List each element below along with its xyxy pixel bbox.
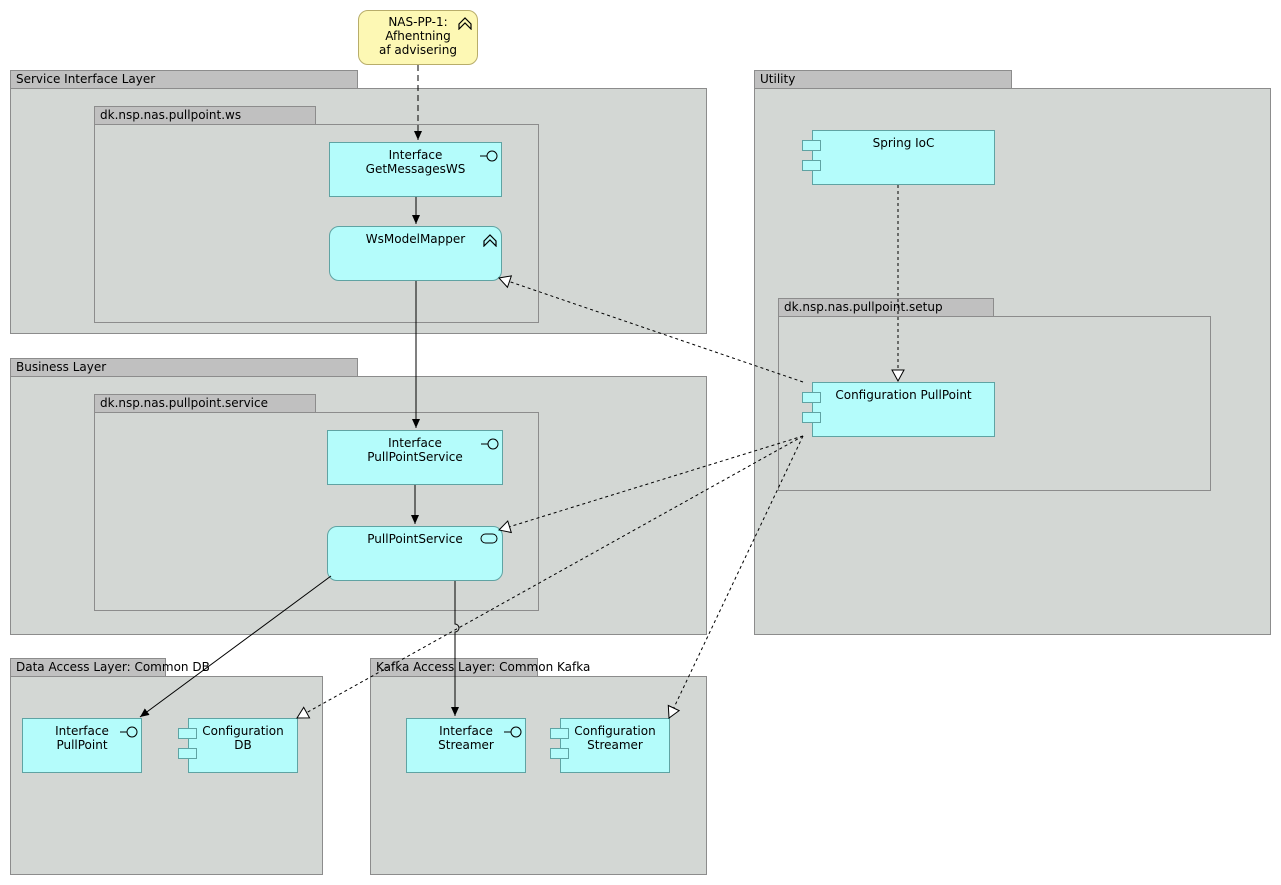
node-label: GetMessagesWS — [365, 162, 466, 176]
utility-layer-label: Utility — [754, 70, 1012, 89]
function-icon — [483, 234, 497, 247]
component-tab-icon — [550, 728, 569, 739]
flow-service-to-pullpoint — [139, 575, 332, 718]
realize-config-to-db — [296, 435, 804, 719]
package-service-label: dk.nsp.nas.pullpoint.service — [94, 394, 316, 413]
interface-icon — [480, 150, 498, 162]
component-tab-icon — [178, 748, 197, 759]
component-tab-icon — [802, 412, 821, 423]
node-label: Interface — [388, 436, 442, 450]
pullpoint-interface: Interface PullPoint — [22, 718, 142, 773]
node-label: Spring IoC — [872, 136, 935, 150]
node-label: PullPointService — [367, 450, 463, 464]
spring-ioc-component: Spring IoC — [812, 130, 995, 185]
component-tab-icon — [550, 748, 569, 759]
interface-icon — [504, 726, 522, 738]
realize-config-to-mapper — [498, 275, 804, 383]
package-ws — [94, 124, 539, 323]
package-ws-label: dk.nsp.nas.pullpoint.ws — [94, 106, 316, 125]
node-label: Interface — [55, 724, 109, 738]
node-label: Configuration PullPoint — [835, 388, 972, 402]
package-service — [94, 412, 539, 611]
getmessages-interface: Interface GetMessagesWS — [329, 142, 502, 197]
node-label: Interface — [388, 148, 443, 162]
data-access-layer-label: Data Access Layer: Common DB — [10, 658, 210, 677]
node-label: Configuration — [202, 724, 284, 738]
component-tab-icon — [802, 392, 821, 403]
flow-service-to-streamer — [451, 581, 460, 716]
kafka-access-layer-label: Kafka Access Layer: Common Kafka — [370, 658, 590, 677]
package-setup-label: dk.nsp.nas.pullpoint.setup — [778, 298, 994, 317]
node-label: Configuration — [574, 724, 656, 738]
note-line-1: NAS-PP-1: — [388, 15, 448, 29]
component-tab-icon — [802, 140, 821, 151]
kafka-access-layer — [370, 676, 707, 875]
service-icon — [480, 533, 498, 544]
node-label: Streamer — [438, 738, 494, 752]
pullpointservice-interface: Interface PullPointService — [327, 430, 503, 485]
business-layer — [10, 376, 707, 635]
note-line-3: af advisering — [379, 43, 457, 57]
realize-config-to-streamer — [667, 435, 804, 719]
requirement-icon — [458, 17, 472, 30]
note-line-2: Afhentning — [385, 29, 451, 43]
component-tab-icon — [178, 728, 197, 739]
interface-icon — [481, 438, 499, 450]
pullpointservice: PullPointService — [327, 526, 503, 581]
configuration-pullpoint-component: Configuration PullPoint — [812, 382, 995, 437]
node-label: Streamer — [587, 738, 643, 752]
requirement-note: NAS-PP-1: Afhentning af advisering — [358, 10, 478, 65]
business-layer-label: Business Layer — [10, 358, 358, 377]
package-setup — [778, 316, 1211, 491]
component-tab-icon — [802, 160, 821, 171]
interface-icon — [120, 726, 138, 738]
node-label: PullPoint — [56, 738, 108, 752]
node-label: WsModelMapper — [365, 232, 466, 246]
service-interface-layer — [10, 88, 707, 334]
wsmodelmapper: WsModelMapper — [329, 226, 502, 281]
node-label: DB — [234, 738, 252, 752]
node-label: Interface — [439, 724, 493, 738]
streamer-interface: Interface Streamer — [406, 718, 526, 773]
configuration-db-component: Configuration DB — [188, 718, 298, 773]
configuration-streamer-component: Configuration Streamer — [560, 718, 670, 773]
data-access-layer — [10, 676, 323, 875]
realize-config-to-service — [498, 435, 804, 534]
node-label: PullPointService — [367, 532, 463, 546]
service-interface-layer-label: Service Interface Layer — [10, 70, 358, 89]
